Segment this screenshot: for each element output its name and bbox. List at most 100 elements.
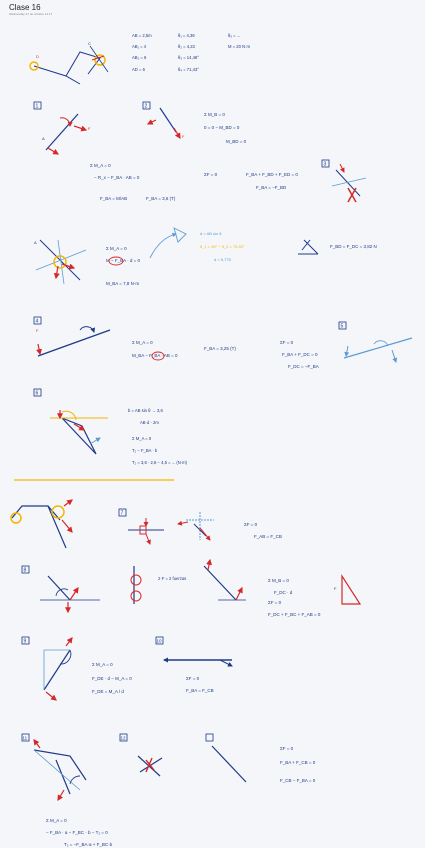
svg-text:T₂ = −F_BA·a + F_BC·b: T₂ = −F_BA·a + F_BC·b (64, 842, 113, 847)
equations-9: Σ M_B = 0 F_DC · d ΣF = 0 F_DC + F_BC + … (268, 578, 321, 617)
equations-4-left: Σ M_A = 0 M − F_BA · d = 0 M_BA = 7,8 N·… (106, 246, 141, 286)
svg-text:F: F (88, 126, 91, 131)
free-body-diagram-1: A F (42, 113, 91, 155)
problem-label-3: 3 (321, 159, 330, 168)
svg-text:F_DC + F_BC + F_AB = 0: F_DC + F_BC + F_AB = 0 (268, 612, 321, 617)
free-body-diagram-9a (130, 566, 142, 604)
svg-text:9: 9 (24, 639, 27, 645)
svg-text:θ_1 = 90° − θ_2 = 75,52°: θ_1 = 90° − θ_2 = 75,52° (200, 244, 245, 249)
equations-6: b = AB sin θ → 3,6 AB·d · 2m Σ M_A = 0 T… (128, 408, 188, 465)
svg-text:A: A (34, 240, 37, 245)
svg-text:F_BA + F_DC = 0: F_BA + F_DC = 0 (282, 352, 318, 357)
svg-text:ΣF = 0: ΣF = 0 (186, 676, 200, 681)
svg-text:T₂ = 3,6 · 2,6 − 4,5 = ... (N·: T₂ = 3,6 · 2,6 − 4,5 = ... (N·m) (132, 460, 188, 465)
force-triangle-9: F (334, 573, 362, 605)
svg-text:ΣF = 0: ΣF = 0 (280, 340, 294, 345)
svg-text:ΣF = 0: ΣF = 0 (280, 746, 294, 751)
data-column-c: θ₅ = ... M = 20 N·m (228, 33, 251, 49)
mechanism-sketch-1: D C (29, 41, 109, 85)
mechanism-sketch-4b (298, 239, 319, 255)
problem-label-4: 4 (33, 316, 42, 325)
highlight-circle-5 (151, 351, 165, 361)
svg-text:F_BA + F_BD + F_ED = 0: F_BA + F_BD + F_ED = 0 (246, 172, 298, 177)
svg-text:AB = 2,5m: AB = 2,5m (132, 33, 152, 38)
svg-text:F_DC = −F_BA: F_DC = −F_BA (288, 364, 319, 369)
svg-text:Σ M_A = 0: Σ M_A = 0 (132, 436, 152, 441)
svg-text:Σ M_A = 0: Σ M_A = 0 (92, 662, 113, 667)
equations-3-right: ΣF = 0 F_BA + F_BD + F_ED = 0 F_BA = −F_… (204, 172, 298, 190)
free-body-diagram-12 (137, 755, 163, 777)
svg-text:AB₁ = 4: AB₁ = 4 (132, 44, 147, 49)
problem-label-10: 10 (155, 636, 164, 645)
free-body-diagram-5b (343, 337, 413, 363)
svg-text:A: A (42, 136, 45, 141)
svg-text:ΣF = 0: ΣF = 0 (204, 172, 218, 177)
svg-text:θ₂ = 4,23: θ₂ = 4,23 (178, 44, 196, 49)
free-body-diagram-8 (40, 575, 100, 614)
data-column-a: AB = 2,5m AB₁ = 4 AB₂ = 6 AD = 6 (132, 33, 152, 72)
free-body-diagram-12b (205, 733, 247, 783)
svg-text:10: 10 (157, 639, 163, 644)
svg-text:F_CB − F_BA = 0: F_CB − F_BA = 0 (280, 778, 316, 783)
svg-text:C: C (88, 41, 91, 46)
equations-10: Σ M_A = 0 F_DE · d − M_A = 0 F_DE = M_A … (92, 662, 132, 694)
svg-text:6: 6 (36, 391, 39, 397)
equations-3-left: Σ M_A = 0 − R_x − F_BA · AB = 0 F_BA = M… (90, 163, 176, 201)
svg-text:ΣF = 0: ΣF = 0 (244, 522, 258, 527)
svg-text:d = 5,775: d = 5,775 (214, 257, 232, 262)
svg-text:F: F (334, 586, 337, 591)
svg-text:F_BA + F_CB = 0: F_BA + F_CB = 0 (280, 760, 316, 765)
svg-text:Σ M_B = 0: Σ M_B = 0 (268, 578, 289, 583)
svg-text:7: 7 (121, 511, 124, 517)
data-column-b: θ₁ = 4,36 θ₂ = 4,23 θ₃ = 14,48° θ₄ = 71,… (178, 33, 199, 72)
problem-label-7: 7 (118, 508, 127, 517)
svg-text:AD = 6: AD = 6 (132, 67, 146, 72)
svg-text:θ₅ = ...: θ₅ = ... (228, 33, 240, 38)
svg-text:F: F (182, 134, 185, 139)
free-body-diagram-3 (331, 163, 367, 203)
callout-arrow-4 (149, 232, 177, 259)
svg-text:θ₄ = 71,43°: θ₄ = 71,43° (178, 67, 199, 72)
problem-label-11: 11 (21, 733, 30, 742)
svg-text:F_DE = M_A / d: F_DE = M_A / d (92, 689, 124, 694)
highlight-circle-4 (108, 256, 124, 266)
problem-label-9: 9 (21, 636, 30, 645)
free-body-diagram-6 (50, 410, 108, 455)
equations-11: ΣF = 0 F_BA + F_CB = 0 F_CB − F_BA = 0 (280, 746, 316, 783)
page-title: Clase 16 (9, 3, 41, 12)
svg-text:F_DC · d: F_DC · d (274, 590, 293, 595)
problem-label-5: 5 (338, 321, 347, 330)
problem-label-8: 8 (21, 565, 30, 574)
free-body-diagram-10 (43, 637, 73, 701)
svg-text:F_BA = M/AB: F_BA = M/AB (100, 196, 127, 201)
problem-label-1: 1 (33, 101, 42, 110)
svg-text:8: 8 (24, 568, 27, 574)
free-body-diagram-10b (163, 657, 233, 667)
svg-text:M_BD = 0: M_BD = 0 (226, 139, 247, 144)
svg-text:− F_BA · a − F_BC · b − T₂ = 0: − F_BA · a − F_BC · b − T₂ = 0 (46, 830, 108, 835)
equations-5-left: Σ M_A = 0 M_BA − F_BA · AB = 0 F_BA = 3,… (132, 340, 236, 358)
mechanism-sketch-4: A (34, 239, 87, 285)
equations-5-right: ΣF = 0 F_BA + F_DC = 0 F_DC = −F_BA (280, 340, 319, 369)
svg-text:M_BA = 7,8 N·m: M_BA = 7,8 N·m (106, 281, 139, 286)
free-body-diagram-5: F (36, 326, 111, 357)
svg-text:3: 3 (324, 162, 327, 168)
svg-text:− R_x − F_BA · AB = 0: − R_x − F_BA · AB = 0 (94, 175, 140, 180)
equation-4-right: F_BD = F_DC = 3,82 N (330, 244, 377, 249)
notes-4-mid: d = AB sin θ θ_1 = 90° − θ_2 = 75,52° d … (200, 231, 245, 262)
svg-text:4: 4 (36, 319, 39, 325)
problem-label-12: 12 (119, 733, 128, 742)
note-9: 2·F = 2 fuerzas (158, 576, 186, 581)
svg-text:Σ M_A = 0: Σ M_A = 0 (46, 818, 67, 823)
svg-text:1: 1 (36, 104, 39, 110)
free-body-diagram-2: F (146, 107, 185, 140)
equations-10b: ΣF = 0 F_BA = F_CB (186, 676, 214, 693)
mechanism-sketch-7 (10, 499, 73, 549)
svg-text:M_BA − F_BA · AB = 0: M_BA − F_BA · AB = 0 (132, 353, 178, 358)
problem-label-2: 2 (142, 101, 151, 110)
problem-label-6: 6 (33, 388, 42, 397)
triangle-sketch-4 (173, 227, 187, 243)
svg-text:11: 11 (23, 736, 28, 741)
svg-text:d = AB sin θ: d = AB sin θ (200, 231, 222, 236)
